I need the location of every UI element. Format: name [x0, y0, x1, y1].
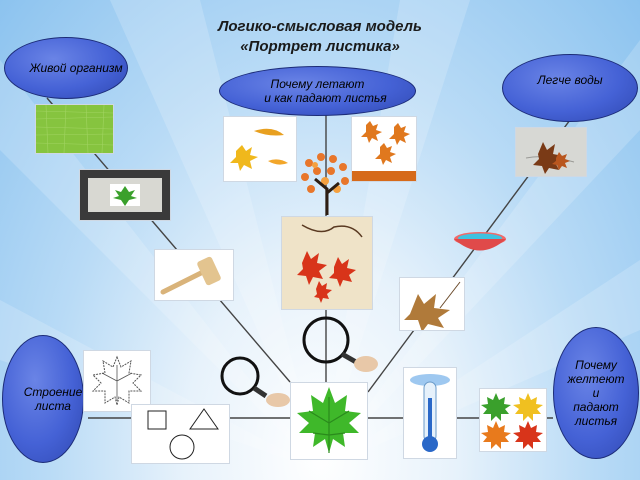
leaf-on-water-icon — [516, 128, 586, 176]
thermometer-icon — [404, 368, 456, 458]
node-leaf-structure-line-2: листа — [35, 399, 71, 413]
title-line-2: «Портрет листика» — [240, 38, 400, 55]
magnifier-icon — [302, 314, 382, 374]
node-living-organism[interactable]: Живой организм — [4, 37, 128, 99]
hammer-icon — [155, 250, 233, 300]
node-leaf-structure-line-1: Строение — [23, 385, 83, 399]
node-leaf-structure[interactable]: Строение листа — [2, 335, 84, 463]
green-texture-icon — [36, 105, 113, 153]
leaf-outline-icon — [84, 351, 150, 411]
node-why-fly-fall[interactable]: Почему летают и как падают листья — [219, 66, 416, 116]
dry-leaf-icon — [400, 278, 464, 330]
node-living-organism-label: Живой организм — [29, 61, 123, 75]
node-why-yellow-line-4: падают — [573, 400, 619, 414]
node-why-yellow-line-2: желтеют — [567, 372, 625, 386]
leaf-in-frame-icon — [80, 170, 170, 220]
node-why-yellow-line-3: и — [592, 386, 600, 400]
colored-leaves-icon — [480, 389, 546, 451]
slide-title: Логико-смысловая модель «Портрет листика… — [150, 17, 490, 57]
autumn-leaves-icon — [352, 117, 416, 181]
node-lighter-water-label: Легче воды — [537, 73, 603, 87]
node-why-yellow[interactable]: Почему желтеют и падают листья — [553, 327, 639, 459]
green-maple-leaf-icon — [291, 383, 367, 459]
node-why-fly-line-2: и как падают листья — [264, 91, 387, 105]
autumn-tree-icon — [297, 149, 355, 215]
red-maple-branch-icon — [282, 217, 372, 309]
node-why-fly-line-1: Почему летают — [270, 77, 365, 91]
node-why-yellow-line-1: Почему — [575, 358, 617, 372]
water-bowl-icon — [452, 230, 508, 254]
title-line-1: Логико-смысловая модель — [218, 18, 422, 35]
node-lighter-than-water[interactable]: Легче воды — [502, 54, 638, 122]
falling-leaves-icon — [224, 117, 296, 181]
geometric-shapes-icon — [132, 405, 229, 463]
magnifier-small-icon — [220, 356, 292, 408]
node-why-yellow-line-5: листья — [574, 414, 618, 428]
